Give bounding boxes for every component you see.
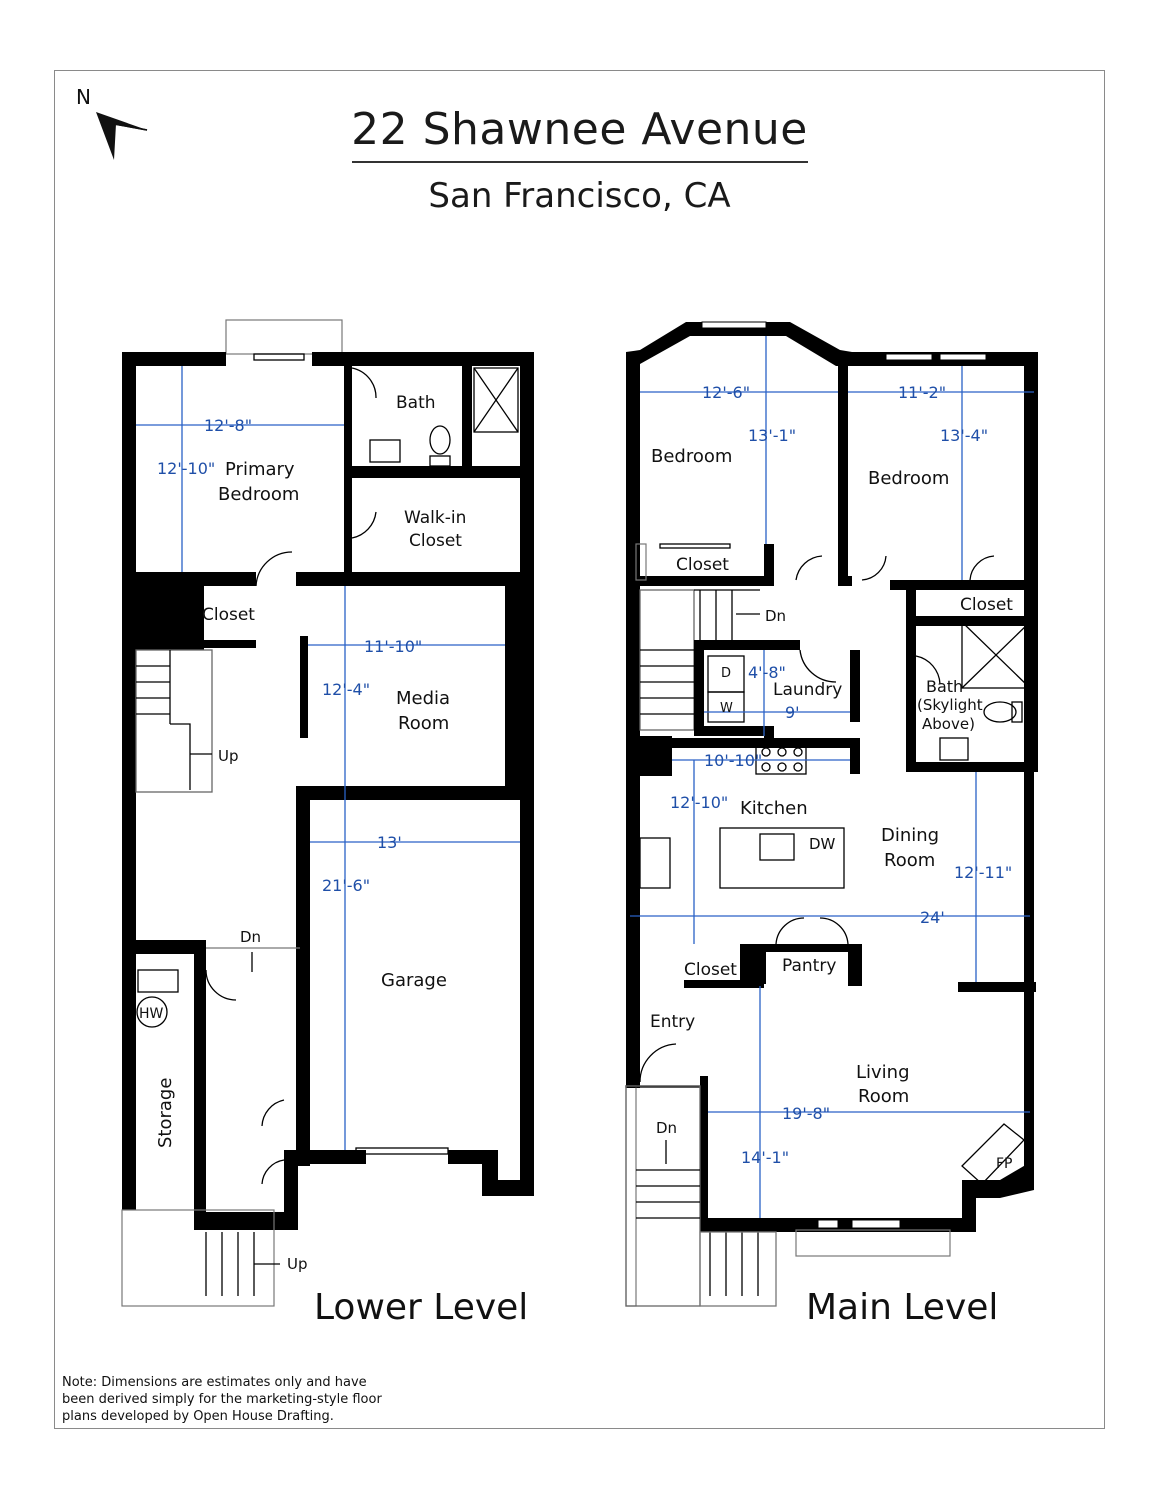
main-dn-bottom-label: Dn	[656, 1119, 677, 1137]
main-living-height: 14'-1"	[741, 1148, 789, 1167]
main-closet-left-label: Closet	[676, 555, 729, 575]
main-kitchen-height: 12'-10"	[670, 793, 728, 812]
lower-media-height: 12'-4"	[322, 680, 370, 699]
dryer-label: D	[721, 666, 731, 681]
main-closet-right-label: Closet	[960, 595, 1013, 615]
lower-garage-width: 13'	[377, 833, 402, 852]
main-bedroom-right-label: Bedroom	[868, 468, 949, 489]
lower-toilet-icon	[429, 425, 451, 455]
main-laundry-height: 9'	[785, 703, 800, 722]
lower-storage-label: Storage	[155, 1078, 176, 1148]
page-subtitle: San Francisco, CA	[428, 176, 731, 216]
main-dining-label-1: Dining	[881, 825, 939, 846]
main-bed-left-height: 13'-1"	[748, 426, 796, 445]
main-entry-label: Entry	[650, 1012, 695, 1032]
lower-sink-icon	[369, 439, 401, 463]
lower-level-label: Lower Level	[314, 1287, 529, 1328]
main-bedroom-left-label: Bedroom	[651, 446, 732, 467]
lower-garage-label: Garage	[381, 970, 447, 991]
lower-primary-label-1: Primary	[225, 459, 295, 480]
main-pantry-label: Pantry	[782, 956, 836, 976]
lower-walkin-label-1: Walk-in	[404, 508, 466, 528]
lower-garage-height: 21'-6"	[322, 876, 370, 895]
kitchen-sink-icon	[759, 833, 795, 861]
lower-rear-deck	[225, 319, 343, 355]
lower-primary-height: 12'-10"	[157, 459, 215, 478]
lower-primary-label-2: Bedroom	[218, 484, 299, 505]
stove-icon	[755, 741, 807, 775]
north-arrow-icon: N	[76, 85, 148, 160]
water-heater-icon	[136, 996, 168, 1028]
main-living-label-2: Room	[858, 1086, 909, 1107]
lower-level-plan: Primary Bedroom Bath Walk-in Closet Clos…	[121, 319, 534, 1307]
washer-icon	[707, 691, 745, 723]
main-bed-right-width: 11'-2"	[898, 383, 946, 402]
main-kitchen-width: 10'-10"	[704, 751, 762, 770]
lower-up-label-1: Up	[218, 747, 239, 765]
lower-bath-label: Bath	[396, 393, 436, 413]
washer-label: W	[720, 701, 733, 716]
lower-media-label-2: Room	[398, 713, 449, 734]
main-bed-right-height: 13'-4"	[940, 426, 988, 445]
lower-closet-label: Closet	[202, 605, 255, 625]
page-title: 22 Shawnee Avenue	[351, 104, 808, 155]
main-bath-sink-icon	[939, 737, 969, 761]
main-dn-top-label: Dn	[765, 607, 786, 625]
main-entry-closet-label: Closet	[684, 960, 737, 980]
main-bath-label-3: Above)	[922, 715, 975, 733]
main-toilet-icon	[983, 701, 1017, 723]
main-level-label: Main Level	[806, 1287, 999, 1328]
dishwasher-label: DW	[809, 835, 836, 853]
page-frame	[54, 70, 1105, 1429]
main-total-width: 24'	[920, 908, 945, 927]
main-living-width: 19'-8"	[782, 1104, 830, 1123]
main-laundry-width: 4'-8"	[748, 663, 786, 682]
lower-hw-label: HW	[139, 1006, 164, 1022]
main-shower-icon	[961, 621, 1031, 689]
main-bath-label-1: Bath	[926, 677, 963, 696]
main-living-label-1: Living	[856, 1062, 910, 1083]
lower-walkin-label-2: Closet	[409, 531, 462, 551]
main-dining-height: 12'-11"	[954, 863, 1012, 882]
lower-shower-icon	[473, 367, 519, 433]
fireplace-icon	[961, 1123, 1025, 1185]
lower-dn-label: Dn	[240, 928, 261, 946]
lower-primary-width: 12'-8"	[204, 416, 252, 435]
lower-up-label-2: Up	[287, 1255, 308, 1273]
main-laundry-label: Laundry	[773, 680, 842, 700]
title-underline	[352, 161, 808, 163]
fireplace-label: FP	[996, 1156, 1013, 1172]
main-bath-label-2: (Skylight	[917, 696, 983, 714]
main-kitchen-label: Kitchen	[740, 798, 808, 819]
north-label: N	[76, 85, 91, 109]
main-bed-left-width: 12'-6"	[702, 383, 750, 402]
lower-media-label-1: Media	[396, 688, 450, 709]
refrigerator	[639, 837, 671, 889]
main-level-plan: Bedroom Bedroom Closet Closet Dn Laundry…	[625, 321, 1038, 1307]
disclaimer-note: Note: Dimensions are estimates only and …	[62, 1375, 382, 1424]
main-dining-label-2: Room	[884, 850, 935, 871]
kitchen-island	[719, 827, 845, 889]
lower-media-width: 11'-10"	[364, 637, 422, 656]
